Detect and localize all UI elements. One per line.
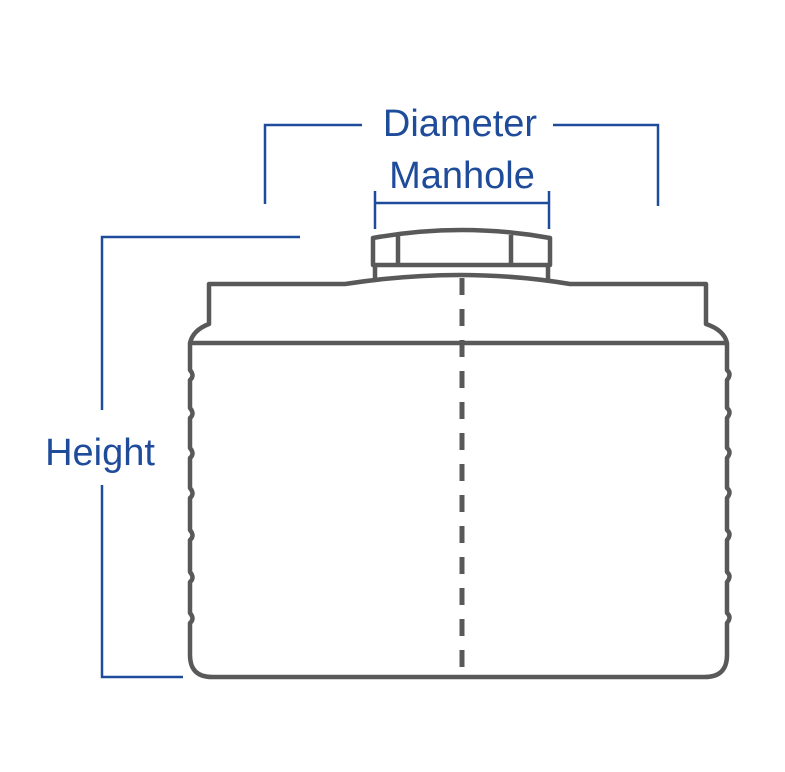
manhole-lid: [370, 227, 553, 268]
manhole-neck: [372, 265, 551, 279]
tank-outline: [187, 227, 732, 680]
diameter-bracket: [263, 123, 660, 206]
tank-body: [187, 272, 732, 680]
manhole-bracket: [373, 191, 551, 229]
diameter-dimension: Diameter: [263, 103, 660, 206]
height-dimension: Height: [45, 235, 300, 679]
manhole-label: Manhole: [389, 155, 535, 197]
height-label: Height: [45, 432, 155, 474]
manhole-dimension: Manhole: [373, 155, 551, 229]
diameter-label: Diameter: [383, 103, 537, 145]
height-bracket: [100, 235, 300, 679]
